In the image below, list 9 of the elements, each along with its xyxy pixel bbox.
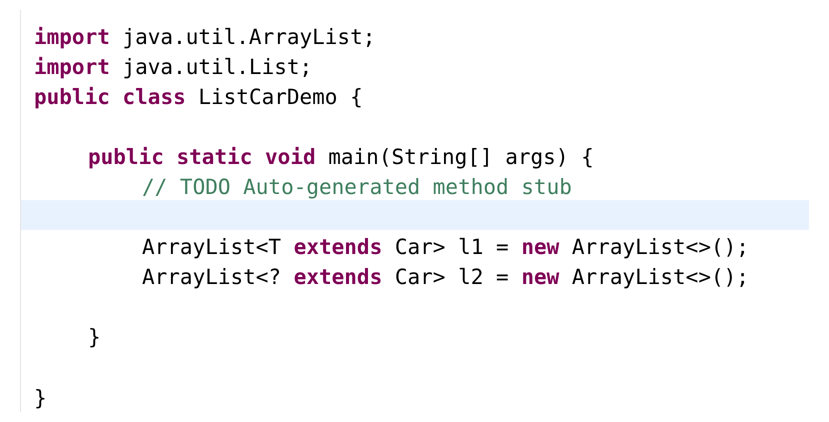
code-line: }: [34, 385, 47, 412]
code-line: ArrayList<? extends Car> l2 = new ArrayList<>();: [142, 264, 749, 291]
code-line: import java.util.List;: [34, 54, 312, 81]
code-line: }: [88, 324, 101, 351]
code-line: public static void main(String[] args) {: [88, 144, 594, 171]
code-line: public class ListCarDemo {: [34, 84, 363, 111]
code-line: ArrayList<T extends Car> l1 = new ArrayList<>();: [142, 234, 749, 261]
code-line: import java.util.ArrayList;: [34, 24, 376, 51]
code-comment: // TODO Auto-generated method stub: [142, 174, 572, 201]
